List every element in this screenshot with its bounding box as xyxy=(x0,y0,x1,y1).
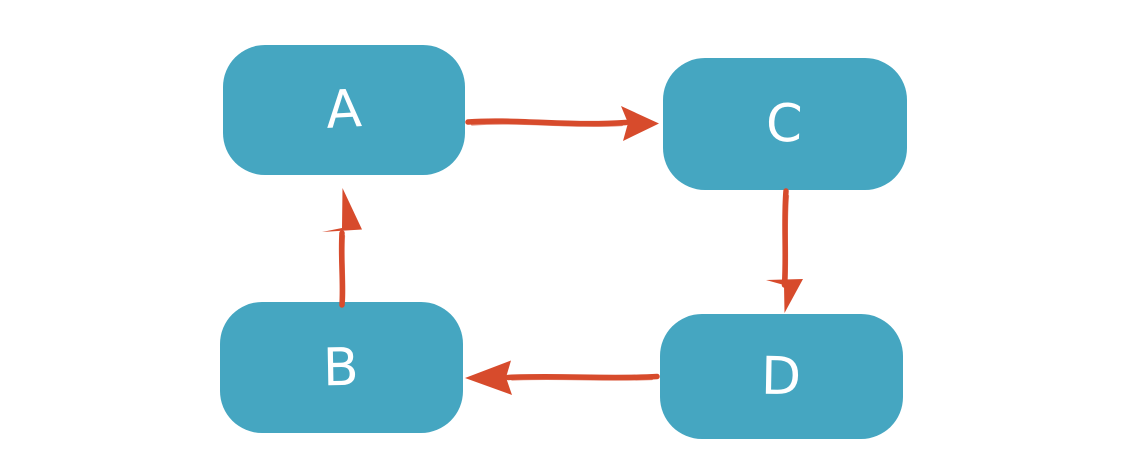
node-d-label: D xyxy=(760,346,803,407)
node-a-label: A xyxy=(324,79,364,141)
node-d: D xyxy=(660,314,903,439)
node-c: C xyxy=(663,58,907,190)
arrow-a-to-c-icon xyxy=(465,106,659,141)
node-c-label: C xyxy=(765,93,805,155)
node-a: A xyxy=(223,45,465,175)
arrow-b-to-a-icon xyxy=(322,188,362,308)
node-b: B xyxy=(220,302,463,433)
arrow-d-to-b-icon xyxy=(465,360,660,395)
node-b-label: B xyxy=(322,337,361,398)
arrow-c-to-d-icon xyxy=(766,188,803,313)
